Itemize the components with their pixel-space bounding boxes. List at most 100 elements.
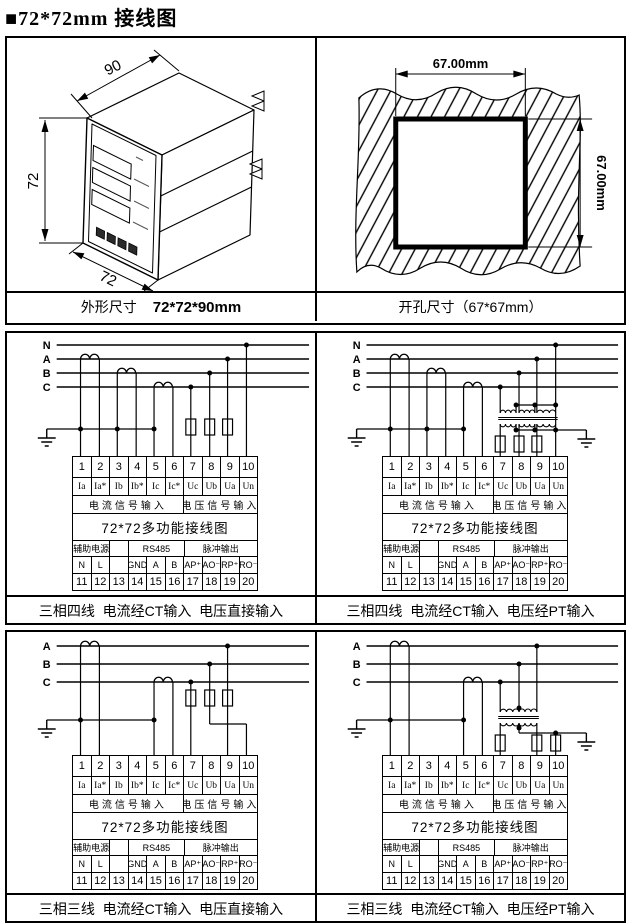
rs485-group: RS485 [438,840,493,855]
terminal-number-cell: 10 [238,457,258,477]
terminal-label-cell: B [474,856,494,872]
terminal-number-cell: 1 [388,461,395,473]
pulse-output-group: 脉冲输出 [493,541,567,556]
bus-labels: N A B C [43,340,51,394]
terminal-number-cell: 16 [164,574,184,590]
terminal-number-cell: 20 [238,574,258,590]
dimension-arrow [576,235,584,247]
cutout-caption: 开孔尺寸（67*67mm） [315,293,624,321]
terminal-number-cell: 19 [530,873,549,889]
mounting-clip-icon [248,90,265,180]
bus-label: C [353,382,361,394]
bus-label: C [353,677,361,689]
terminal-block-title: 72*72多功能接线图 [101,521,229,536]
voltage-signal-group: 电压信号输入 [182,496,257,513]
terminal-label-cell: N [388,859,396,869]
terminal-number-cell: 20 [548,873,568,889]
terminal-number-cell: 4 [437,756,457,776]
terminal-number-cell: 18 [511,873,531,889]
bus-label: A [43,354,51,366]
terminal-number-cell: 1 [78,760,85,772]
dimension-height: 72 [25,117,87,244]
terminal-number-cell: 8 [201,457,221,477]
terminal-number-cell: 14 [437,574,457,590]
bus-lines [56,645,310,683]
terminal-label-cell [109,557,128,573]
terminal-number-cell: 8 [511,756,531,776]
width-dimension-label: 72 [97,268,119,291]
terminal-number-cell: 17 [493,574,512,590]
outline-drawing-svg: 90 72 72 [25,49,265,291]
terminal-number-cell: 19 [220,574,239,590]
terminal-label-cell: L [400,856,420,872]
bus-label: A [353,354,361,366]
wires [356,646,587,755]
dimension-arrow [141,283,153,291]
rs485-group: RS485 [438,541,493,556]
wiring-caption-row: 三相四线 电流经CT输入 电压直接输入 三相四线 电流经CT输入 电压经PT输入 [7,595,624,625]
spare-group [419,840,438,855]
terminal-number-cell: 14 [127,574,147,590]
terminal-label-cell: N [388,560,396,570]
terminal-label-cell: Ua [530,478,549,495]
ground-icon [347,428,367,447]
rs485-group: RS485 [128,840,183,855]
terminal-number-cell: 17 [183,873,202,889]
terminal-number-cell: 6 [474,457,494,477]
terminal-label-cell: Ib* [437,478,457,495]
terminal-label-cell: N [78,560,86,570]
current-signal-group: 电流信号输入 [88,800,167,811]
terminal-label-cell: Ib [419,478,438,495]
junction-dots [78,342,249,432]
bus-label: B [43,659,51,671]
cutout-width-label: 67.00mm [433,56,488,71]
terminal-label-cell: N [78,859,86,869]
diagram-3p4w-pt: N A B C [315,333,624,595]
terminal-label-cell: L [90,557,110,573]
terminal-label-cell: RP⁺ [220,856,239,872]
terminal-number-cell: 4 [437,457,457,477]
terminal-block-title: 72*72多功能接线图 [411,521,539,536]
terminal-number-cell: 4 [127,756,147,776]
terminal-number-cell: 14 [127,873,147,889]
terminal-number-cell: 13 [419,873,438,889]
terminal-number-cell: 14 [437,873,457,889]
dimension-cutout-width: 67.00mm [395,56,526,116]
rs485-group: RS485 [128,541,183,556]
terminal-label-cell: Ic [146,478,165,495]
cutout-drawing-svg: 67.00mm 67.00mm [355,56,609,276]
terminal-number-cell: 12 [400,873,420,889]
caption-3p4w-direct: 三相四线 电流经CT输入 电压直接输入 [38,603,284,619]
terminal-label-cell: Ib [109,478,128,495]
terminal-number-cell: 20 [238,873,258,889]
terminal-label-cell: RO⁻ [548,557,567,573]
terminal-label-cell: RP⁺ [530,856,549,872]
terminal-number-cell: 5 [456,756,475,776]
aux-power-group: 辅助电源 [73,544,110,554]
wires [356,345,587,456]
terminal-label-cell: Ic [146,777,165,794]
ground-icon [347,719,367,738]
voltage-signal-group: 电压信号输入 [492,496,567,513]
terminal-label-cell: Ib* [127,478,147,495]
aux-power-group: 辅助电源 [73,843,110,853]
terminal-number-cell: 7 [183,756,202,776]
bus-label: B [353,368,361,380]
aux-power-group: 辅助电源 [383,544,420,554]
meter-buttons [95,226,138,256]
dimension-arrow [41,229,49,241]
bus-lines [366,645,619,683]
terminal-number-cell: 15 [456,873,475,889]
terminal-label-cell: Ib [109,777,128,794]
terminal-label-cell: Uc [183,478,202,495]
pt-icon [498,708,539,727]
cutout-hole [393,116,528,250]
dimension-arrow [395,70,408,78]
terminal-number-cell: 2 [400,457,420,477]
terminal-number-cell: 11 [386,576,398,588]
terminal-number-cell: 10 [548,756,568,776]
terminal-label-cell: Un [238,478,258,495]
height-dimension-label: 72 [25,173,42,190]
